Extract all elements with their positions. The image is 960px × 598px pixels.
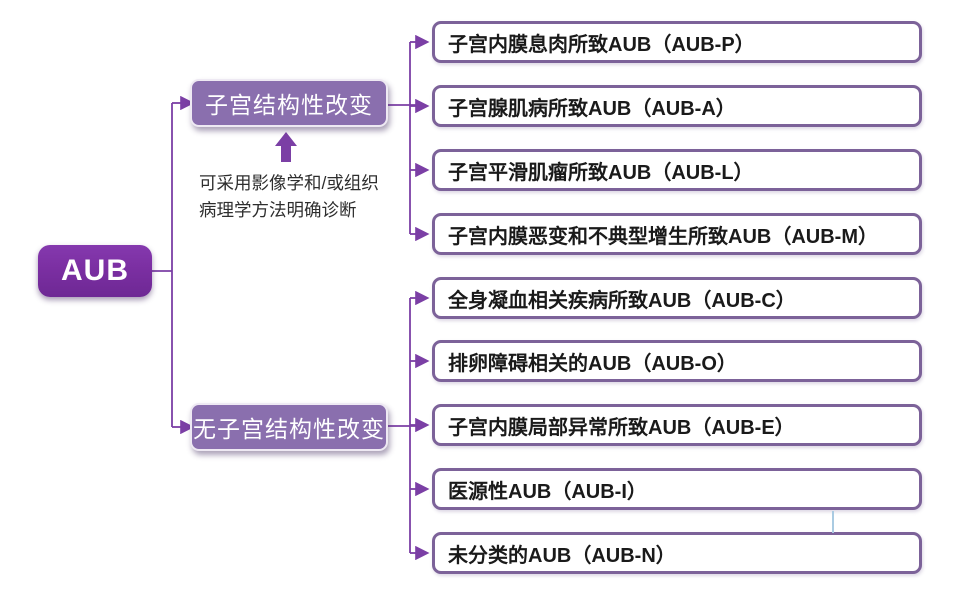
leaf-box-aub-n: 未分类的AUB（AUB-N）	[432, 532, 922, 574]
diagnosis-note-line2: 病理学方法明确诊断	[199, 200, 357, 220]
branch-node-structural: 子宫结构性改变	[190, 79, 388, 127]
diagnosis-note: 可采用影像学和/或组织 病理学方法明确诊断	[199, 170, 409, 224]
leaf-box-aub-l: 子宫平滑肌瘤所致AUB（AUB-L）	[432, 149, 922, 191]
up-arrow-icon	[275, 132, 297, 162]
diagnosis-note-line1: 可采用影像学和/或组织	[199, 173, 379, 193]
leaf-box-aub-i: 医源性AUB（AUB-I）	[432, 468, 922, 510]
leaf-box-aub-c: 全身凝血相关疾病所致AUB（AUB-C）	[432, 277, 922, 319]
leaf-box-aub-p: 子宫内膜息肉所致AUB（AUB-P）	[432, 21, 922, 63]
branch-node-nonstructural: 无子宫结构性改变	[190, 403, 388, 451]
leaf-box-aub-o: 排卵障碍相关的AUB（AUB-O）	[432, 340, 922, 382]
stray-artifact-line	[832, 511, 834, 533]
root-node-aub: AUB	[38, 245, 152, 297]
leaf-box-aub-e: 子宫内膜局部异常所致AUB（AUB-E）	[432, 404, 922, 446]
leaf-box-aub-m: 子宫内膜恶变和不典型增生所致AUB（AUB-M）	[432, 213, 922, 255]
leaf-box-aub-a: 子宫腺肌病所致AUB（AUB-A）	[432, 85, 922, 127]
